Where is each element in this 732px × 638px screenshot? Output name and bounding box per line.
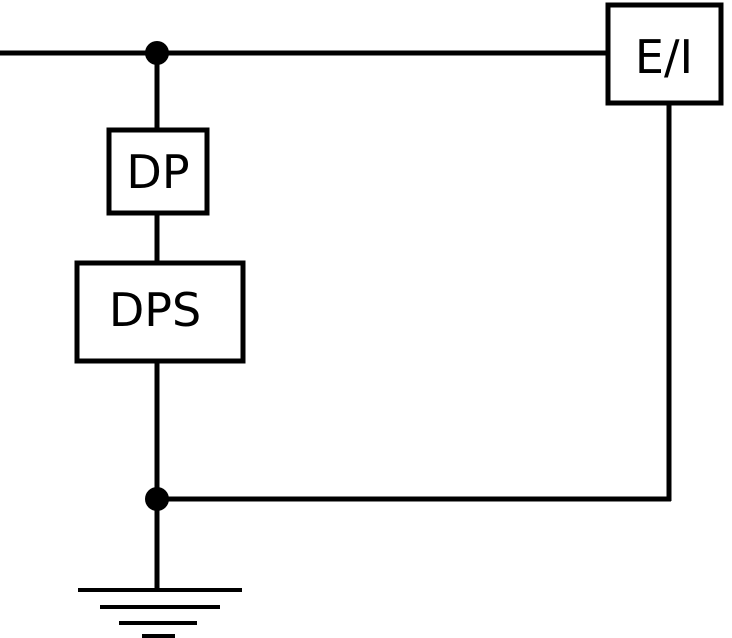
dps-box (74, 260, 246, 364)
dp-component: DP (106, 127, 210, 216)
ei-label: E/I (635, 30, 693, 84)
ei-component: E/I (605, 2, 724, 106)
ground-icon (78, 588, 242, 638)
dp-label: DP (126, 145, 189, 199)
bottom-junction-dot (145, 487, 169, 511)
dps-component: DPS (74, 260, 246, 364)
dp-box (106, 127, 210, 216)
dps-label: DPS (109, 283, 201, 337)
top-junction-dot (145, 41, 169, 65)
ei-box (605, 2, 724, 106)
